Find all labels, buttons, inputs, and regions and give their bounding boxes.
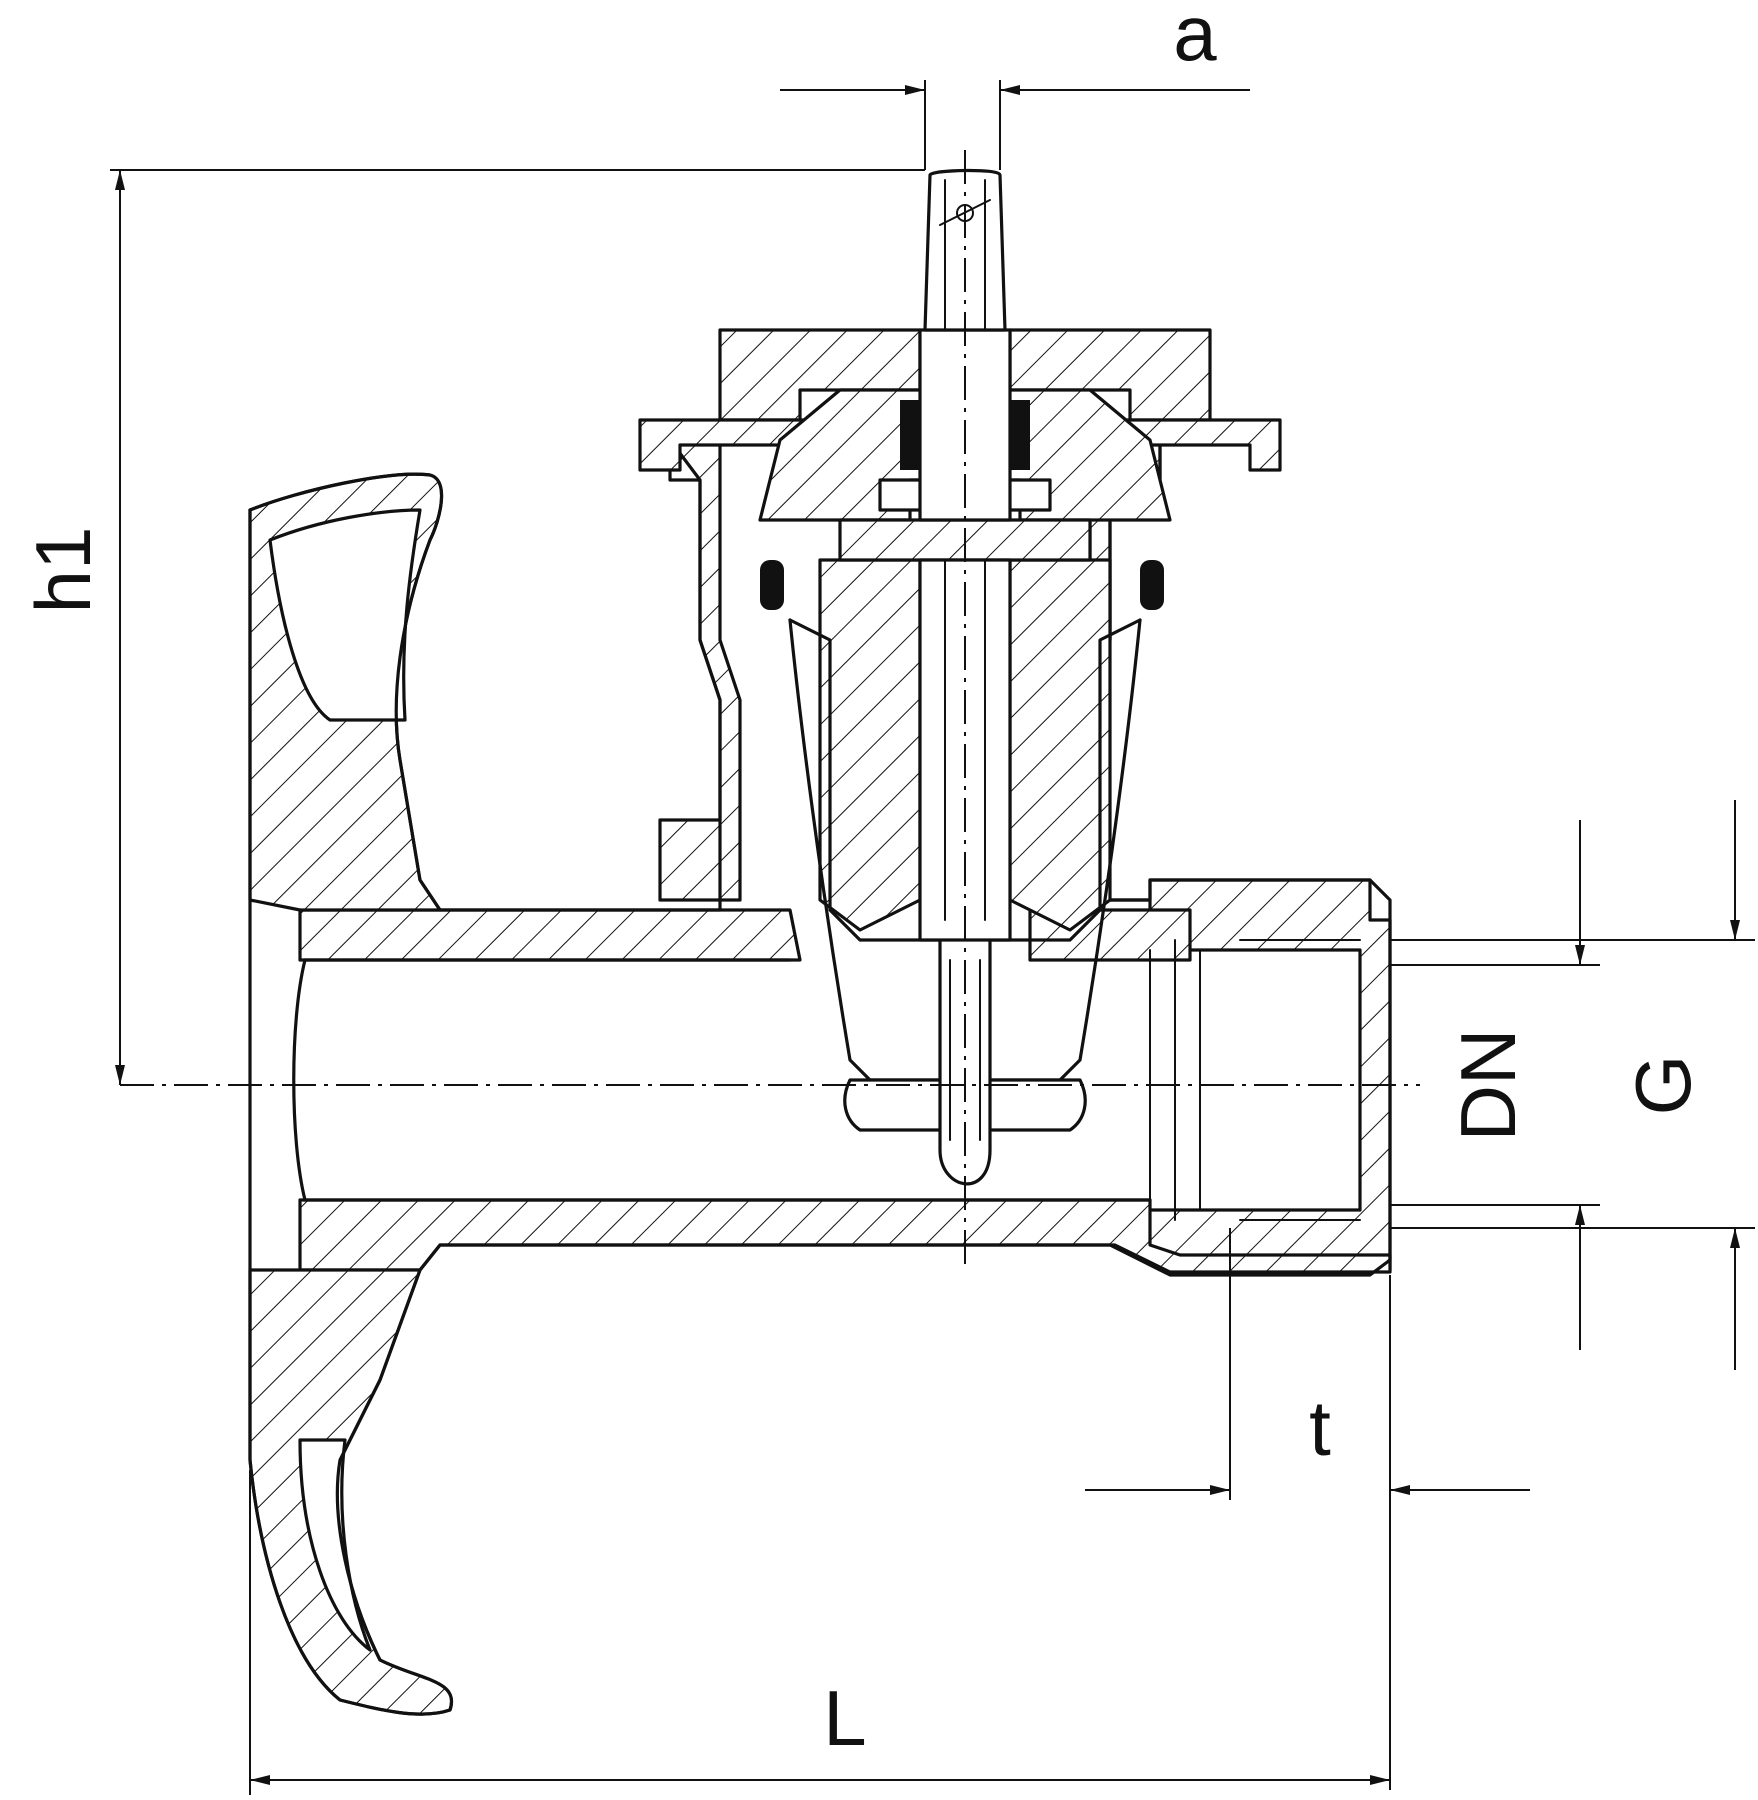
dimension-dn: DN bbox=[1390, 820, 1600, 1350]
cartridge bbox=[788, 168, 1142, 1186]
dimension-h1: h1 bbox=[19, 169, 925, 1085]
dimension-g-label: G bbox=[1619, 1055, 1707, 1116]
dimension-t-label: t bbox=[1309, 1384, 1331, 1472]
centerlines bbox=[120, 150, 1420, 1270]
dimension-t: t bbox=[1085, 1228, 1530, 1790]
dimension-g: G bbox=[1390, 800, 1755, 1370]
dimension-l: L bbox=[249, 1470, 1390, 1795]
dimension-dn-label: DN bbox=[1444, 1029, 1532, 1142]
valve-body bbox=[248, 438, 1392, 1716]
dimension-l-label: L bbox=[823, 1674, 866, 1762]
dimension-h1-label: h1 bbox=[19, 527, 107, 614]
dimension-a: a bbox=[780, 0, 1250, 170]
dimension-a-label: a bbox=[1173, 0, 1217, 77]
